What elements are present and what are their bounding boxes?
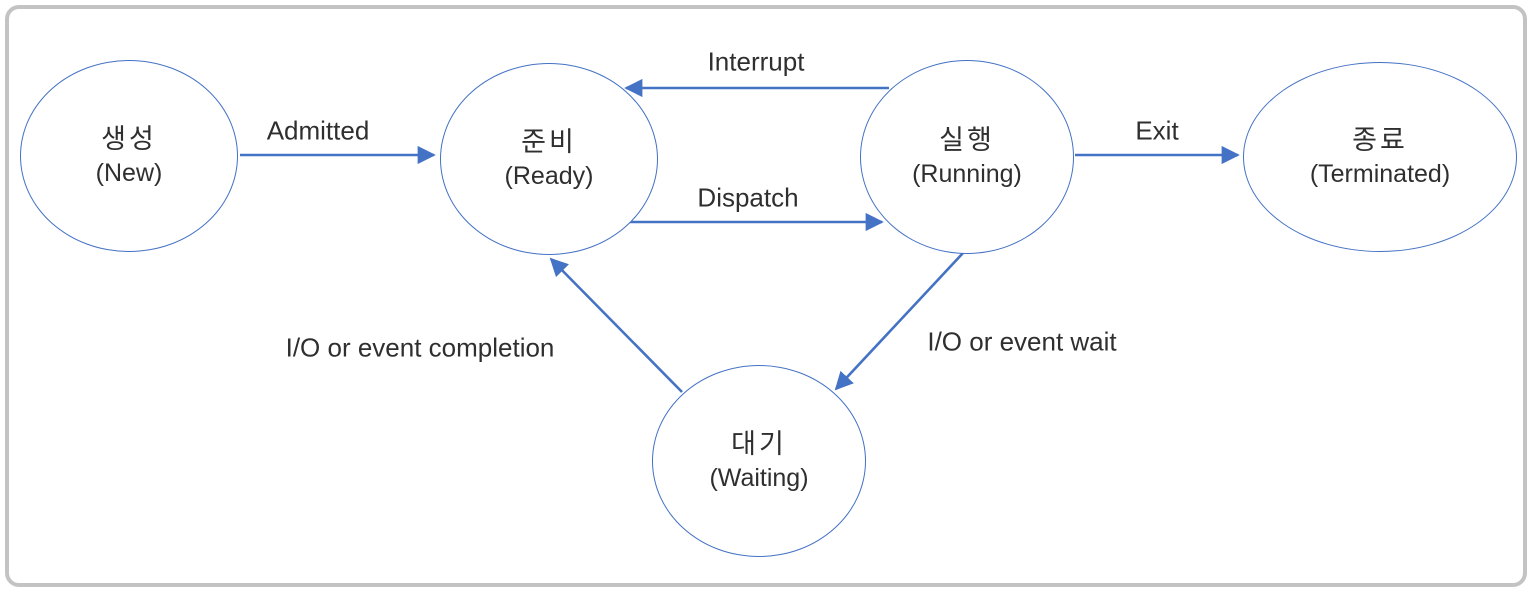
state-node-ready: 준비 (Ready) [440, 63, 658, 255]
state-ready-korean-label: 준비 [521, 126, 577, 157]
state-new-korean-label: 생성 [101, 123, 157, 154]
state-node-terminated: 종료 (Terminated) [1243, 62, 1517, 252]
state-node-waiting: 대기 (Waiting) [652, 365, 866, 557]
edge-label-io-event-completion: I/O or event completion [285, 332, 555, 363]
edge-label-dispatch: Dispatch [697, 182, 799, 213]
state-terminated-english-label: (Terminated) [1309, 160, 1451, 189]
edge-label-interrupt: Interrupt [707, 46, 805, 77]
state-terminated-korean-label: 종료 [1352, 124, 1408, 155]
edge-label-admitted: Admitted [266, 115, 370, 146]
state-running-korean-label: 실행 [939, 124, 995, 155]
state-new-english-label: (New) [95, 159, 163, 188]
state-waiting-korean-label: 대기 [731, 428, 787, 459]
state-node-running: 실행 (Running) [860, 60, 1074, 254]
edge-label-exit: Exit [1135, 115, 1179, 146]
state-node-new: 생성 (New) [20, 60, 238, 252]
edge-label-io-event-wait: I/O or event wait [927, 326, 1117, 357]
state-running-english-label: (Running) [912, 160, 1022, 189]
edge-io-completion-arrow [549, 257, 683, 393]
state-ready-english-label: (Ready) [504, 162, 594, 191]
edge-io-wait-arrow [834, 252, 964, 391]
state-waiting-english-label: (Waiting) [709, 464, 809, 493]
